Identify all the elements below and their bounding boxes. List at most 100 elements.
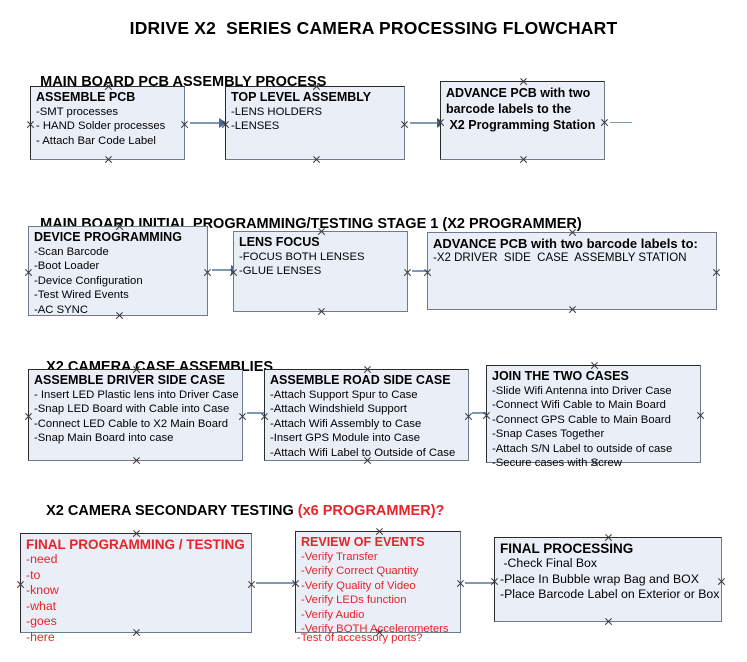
resize-handle-left[interactable] bbox=[24, 268, 33, 277]
node-line: -Scan Barcode bbox=[34, 246, 109, 258]
resize-handle-bottom[interactable] bbox=[568, 305, 577, 314]
node-line: -Verify BOTH Accelerometers bbox=[301, 623, 449, 636]
resize-handle-right[interactable] bbox=[456, 579, 465, 588]
resize-handle-right[interactable] bbox=[717, 577, 726, 586]
connector-final-prog-to-review bbox=[256, 578, 303, 588]
node-line: -Attach Wifi Assembly to Case bbox=[270, 417, 422, 430]
resize-handle-bottom[interactable] bbox=[317, 307, 326, 316]
node-title: REVIEW OF EVENTS bbox=[301, 535, 425, 549]
node-line: -here bbox=[26, 629, 55, 644]
node-line: -X2 DRIVER SIDE CASE ASSEMBLY STATION bbox=[433, 252, 687, 264]
node-top-level-assembly[interactable]: TOP LEVEL ASSEMBLY -LENS HOLDERS -LENSES bbox=[225, 86, 405, 160]
node-line: -know bbox=[26, 583, 59, 598]
resize-handle-right[interactable] bbox=[180, 120, 189, 129]
resize-handle-left[interactable] bbox=[16, 580, 25, 589]
connector-toplevel-to-advance bbox=[410, 118, 445, 128]
connector-road-to-join bbox=[472, 408, 494, 418]
node-line: -Snap LED Board with Cable into Case bbox=[34, 403, 230, 416]
node-review-overflow-line: -Test of accessory ports? bbox=[297, 632, 423, 644]
resize-handle-left[interactable] bbox=[221, 120, 230, 129]
node-line: -Attach Windshield Support bbox=[270, 403, 407, 416]
node-line: -Attach Support Spur to Case bbox=[270, 389, 418, 401]
page-title: IDRIVE X2 SERIES CAMERA PROCESSING FLOWC… bbox=[129, 18, 618, 38]
node-title: TOP LEVEL ASSEMBLY bbox=[231, 90, 372, 104]
node-line: -Connect LED Cable to X2 Main Board bbox=[34, 417, 229, 430]
resize-handle-bottom[interactable] bbox=[312, 155, 321, 164]
resize-handle-right[interactable] bbox=[712, 268, 721, 277]
node-title: ADVANCE PCB with two bbox=[446, 86, 591, 100]
resize-handle-right[interactable] bbox=[696, 411, 705, 420]
resize-handle-left[interactable] bbox=[490, 577, 499, 586]
resize-handle-left[interactable] bbox=[26, 120, 35, 129]
node-line: -Secure cases with Screw bbox=[492, 457, 622, 470]
node-line: -Attach S/N Label to outside of case bbox=[492, 442, 673, 455]
node-line: - Attach Bar Code Label bbox=[36, 134, 156, 147]
node-title: ASSEMBLE DRIVER SIDE CASE bbox=[34, 373, 226, 387]
resize-handle-right[interactable] bbox=[238, 412, 247, 421]
node-line: -goes bbox=[26, 614, 57, 629]
resize-handle-left[interactable] bbox=[482, 411, 491, 420]
node-device-programming[interactable]: DEVICE PROGRAMMING -Scan Barcode -Boot L… bbox=[28, 226, 208, 316]
node-line: -Device Configuration bbox=[34, 274, 143, 287]
connector-assemble-to-toplevel bbox=[190, 118, 227, 128]
node-line: -need bbox=[26, 552, 58, 566]
node-assemble-driver-side-case[interactable]: ASSEMBLE DRIVER SIDE CASE - Insert LED P… bbox=[28, 369, 243, 461]
node-final-programming-testing[interactable]: FINAL PROGRAMMING / TESTING -need -to -k… bbox=[20, 533, 252, 644]
node-title: ASSEMBLE ROAD SIDE CASE bbox=[270, 373, 451, 387]
section-heading-4-accent: (x6 PROGRAMMER)? bbox=[297, 503, 445, 519]
resize-handle-right[interactable] bbox=[400, 120, 409, 129]
connector-device-to-lensfocus bbox=[212, 265, 239, 275]
node-title-line2: barcode labels to the bbox=[446, 102, 572, 116]
node-line: -AC SYNC bbox=[34, 303, 88, 316]
resize-handle-left[interactable] bbox=[436, 118, 445, 127]
node-line: -FOCUS BOTH LENSES bbox=[239, 251, 365, 263]
node-line: -Attach Wifi Label to Outside of Case bbox=[270, 446, 456, 459]
resize-handle-left[interactable] bbox=[260, 412, 269, 421]
node-title: FINAL PROCESSING bbox=[500, 541, 634, 556]
connector-driver-to-road bbox=[247, 408, 272, 418]
resize-handle-left[interactable] bbox=[24, 412, 33, 421]
node-line: -GLUE LENSES bbox=[239, 265, 322, 278]
node-title: LENS FOCUS bbox=[239, 235, 320, 249]
node-title: ASSEMBLE PCB bbox=[36, 90, 136, 104]
connector-review-to-final-processing bbox=[465, 578, 502, 588]
node-title: DEVICE PROGRAMMING bbox=[34, 230, 182, 244]
connector-stub-right-1 bbox=[610, 122, 632, 124]
node-line: -Boot Loader bbox=[34, 260, 100, 273]
resize-handle-left[interactable] bbox=[291, 579, 300, 588]
section-heading-4-text: X2 CAMERA SECONDARY TESTING bbox=[46, 503, 298, 519]
node-title: FINAL PROGRAMMING / TESTING bbox=[26, 537, 245, 552]
resize-handle-right[interactable] bbox=[464, 412, 473, 421]
node-advance-pcb-driver-station[interactable]: ADVANCE PCB with two barcode labels to: … bbox=[427, 232, 717, 310]
node-line: -Verify Audio bbox=[301, 608, 365, 621]
resize-handle-right[interactable] bbox=[203, 268, 212, 277]
node-assemble-pcb[interactable]: ASSEMBLE PCB -SMT processes - HAND Solde… bbox=[30, 86, 185, 160]
node-assemble-road-side-case[interactable]: ASSEMBLE ROAD SIDE CASE -Attach Support … bbox=[264, 369, 469, 461]
resize-handle-bottom[interactable] bbox=[104, 155, 113, 164]
node-line: -Snap Cases Together bbox=[492, 428, 605, 441]
node-line: -Verify Correct Quantity bbox=[301, 565, 419, 578]
resize-handle-left[interactable] bbox=[229, 268, 238, 277]
node-review-of-events[interactable]: REVIEW OF EVENTS -Verify Transfer -Verif… bbox=[295, 531, 461, 636]
node-line: -Check Final Box bbox=[500, 556, 598, 570]
node-line: -to bbox=[26, 567, 41, 582]
node-title: ADVANCE PCB with two barcode labels to: bbox=[433, 236, 698, 251]
resize-handle-bottom[interactable] bbox=[604, 617, 613, 626]
resize-handle-right[interactable] bbox=[600, 118, 609, 127]
node-line: -Slide Wifi Antenna into Driver Case bbox=[492, 385, 672, 397]
resize-handle-right[interactable] bbox=[403, 268, 412, 277]
node-line: -LENS HOLDERS bbox=[231, 106, 323, 118]
resize-handle-left[interactable] bbox=[423, 268, 432, 277]
node-lens-focus[interactable]: LENS FOCUS -FOCUS BOTH LENSES -GLUE LENS… bbox=[233, 231, 408, 312]
node-line: -Place In Bubble wrap Bag and BOX bbox=[500, 571, 699, 586]
node-line: -Verify LEDs function bbox=[301, 594, 407, 607]
resize-handle-bottom[interactable] bbox=[132, 456, 141, 465]
resize-handle-right[interactable] bbox=[247, 580, 256, 589]
resize-handle-bottom[interactable] bbox=[519, 155, 528, 164]
node-final-processing[interactable]: FINAL PROCESSING -Check Final Box -Place… bbox=[494, 537, 722, 622]
node-join-the-two-cases[interactable]: JOIN THE TWO CASES -Slide Wifi Antenna i… bbox=[486, 365, 701, 469]
node-advance-pcb-station[interactable]: ADVANCE PCB with two barcode labels to t… bbox=[440, 81, 605, 160]
node-line: - Insert LED Plastic lens into Driver Ca… bbox=[34, 389, 239, 401]
node-line: -Verify Quality of Video bbox=[301, 579, 416, 592]
